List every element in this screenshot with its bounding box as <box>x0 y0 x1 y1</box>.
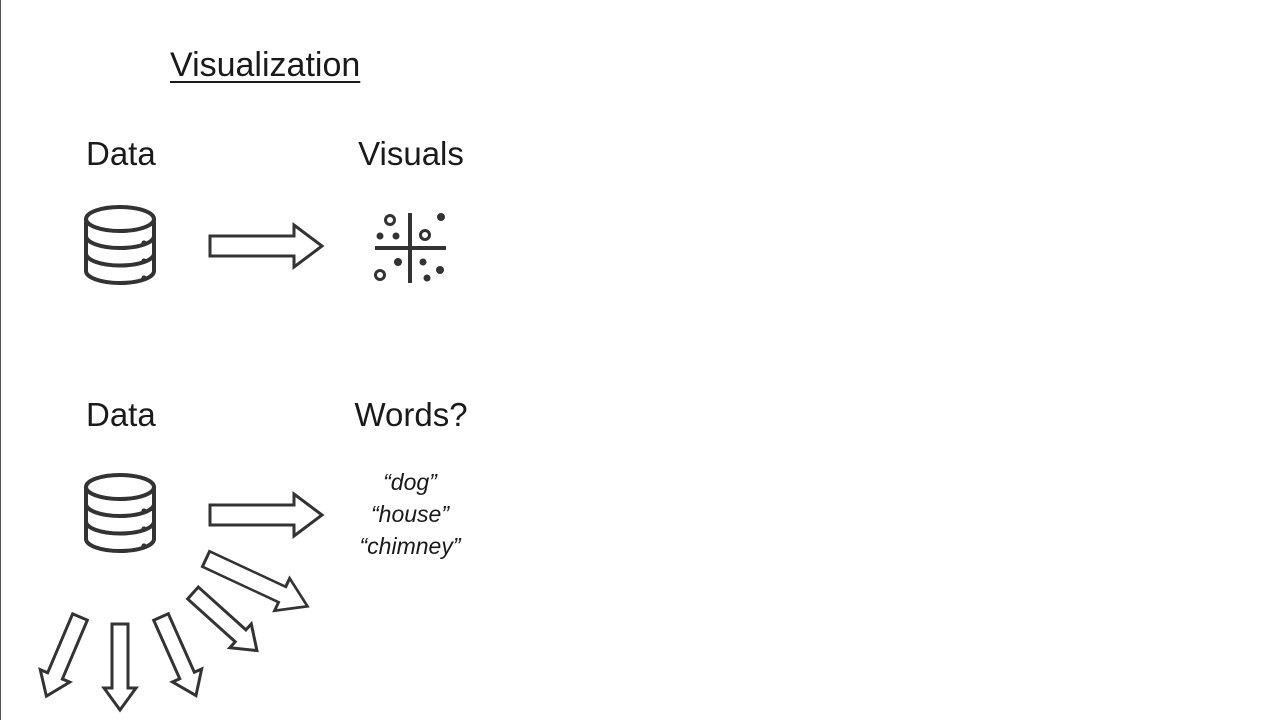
slide-left-border <box>0 0 1 720</box>
top-visuals-label: Visuals <box>358 135 464 172</box>
word-list: “dog” “house” “chimney” <box>360 466 461 562</box>
scatter-plot-icon <box>374 213 446 283</box>
word-item: “dog” <box>383 469 437 495</box>
bottom-data-label: Data <box>86 396 156 433</box>
word-item: “chimney” <box>359 533 461 559</box>
top-data-label: Data <box>86 135 156 172</box>
arrow-right-icon <box>208 492 324 538</box>
fan-arrow-icon <box>30 609 97 704</box>
bottom-words-label: Words? <box>354 396 468 433</box>
fan-arrow-icon <box>180 579 270 664</box>
database-icon <box>84 473 156 553</box>
arrow-right-icon <box>208 223 324 269</box>
fan-arrow-icon <box>144 608 213 704</box>
fan-arrow-icon <box>102 622 138 712</box>
database-icon <box>84 205 156 285</box>
word-item: “house” <box>371 501 449 527</box>
slide-title: Visualization <box>170 46 361 84</box>
